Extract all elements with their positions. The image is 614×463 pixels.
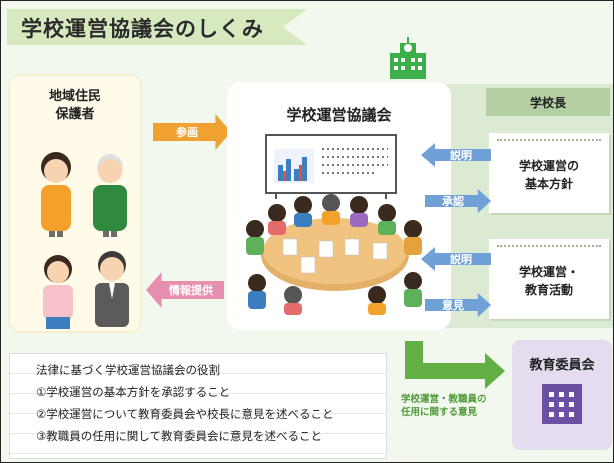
activity-card: 学校運営・ 教育活動 — [489, 239, 609, 319]
approve-label: 承認 — [442, 195, 464, 208]
staffing-note-line1: 学校運営・教職員の — [401, 394, 487, 405]
opinion-label: 意見 — [442, 299, 464, 312]
info-provide-arrow: 情報提供 — [146, 272, 224, 308]
info-provide-label: 情報提供 — [169, 284, 213, 297]
policy-card: 学校運営の 基本方針 — [489, 133, 609, 213]
residents-label-line1: 地域住民 — [48, 89, 101, 104]
whiteboard-chart-icon — [265, 134, 397, 199]
roles-box: 法律に基づく学校運営協議会の役割 ①学校運営の基本方針を承認すること ②学校運営… — [9, 353, 387, 459]
roles-item-2: ②学校運営について教育委員会や校長に意見を述べること — [36, 407, 334, 421]
policy-line1: 学校運営の — [518, 159, 579, 173]
board-title: 教育委員会 — [529, 358, 595, 373]
meeting-table-icon — [246, 194, 422, 315]
person-icon — [95, 251, 129, 327]
roles-heading: 法律に基づく学校運営協議会の役割 — [36, 363, 220, 377]
person-icon — [43, 255, 73, 329]
title-ribbon — [7, 9, 307, 45]
staffing-note: 学校運営・教職員の 任用に関する意見 — [401, 393, 501, 419]
school-building-icon — [390, 37, 426, 79]
activity-line1: 学校運営・ — [518, 265, 579, 279]
board-of-education-box: 教育委員会 — [512, 340, 612, 450]
staffing-opinion-arrow — [405, 341, 505, 389]
residents-label-line2: 保護者 — [55, 107, 95, 122]
council-title: 学校運営協議会 — [286, 106, 392, 124]
staffing-note-line2: 任用に関する意見 — [401, 407, 478, 418]
activity-line2: 教育活動 — [524, 283, 573, 297]
board-building-icon — [542, 384, 582, 424]
person-icon — [41, 152, 71, 237]
principal-label: 学校長 — [486, 88, 610, 116]
policy-line2: 基本方針 — [524, 177, 573, 191]
participate-label: 参画 — [176, 126, 198, 139]
roles-item-1: ①学校運営の基本方針を承認すること — [36, 385, 231, 399]
person-icon — [93, 154, 127, 237]
roles-item-3: ③教職員の任用に関して教育委員会に意見を述べること — [36, 429, 322, 443]
participate-arrow: 参画 — [153, 114, 231, 150]
explain-label-2: 説明 — [450, 253, 472, 266]
page-title: 学校運営協議会のしくみ — [21, 17, 264, 41]
explain-label-1: 説明 — [450, 149, 472, 162]
